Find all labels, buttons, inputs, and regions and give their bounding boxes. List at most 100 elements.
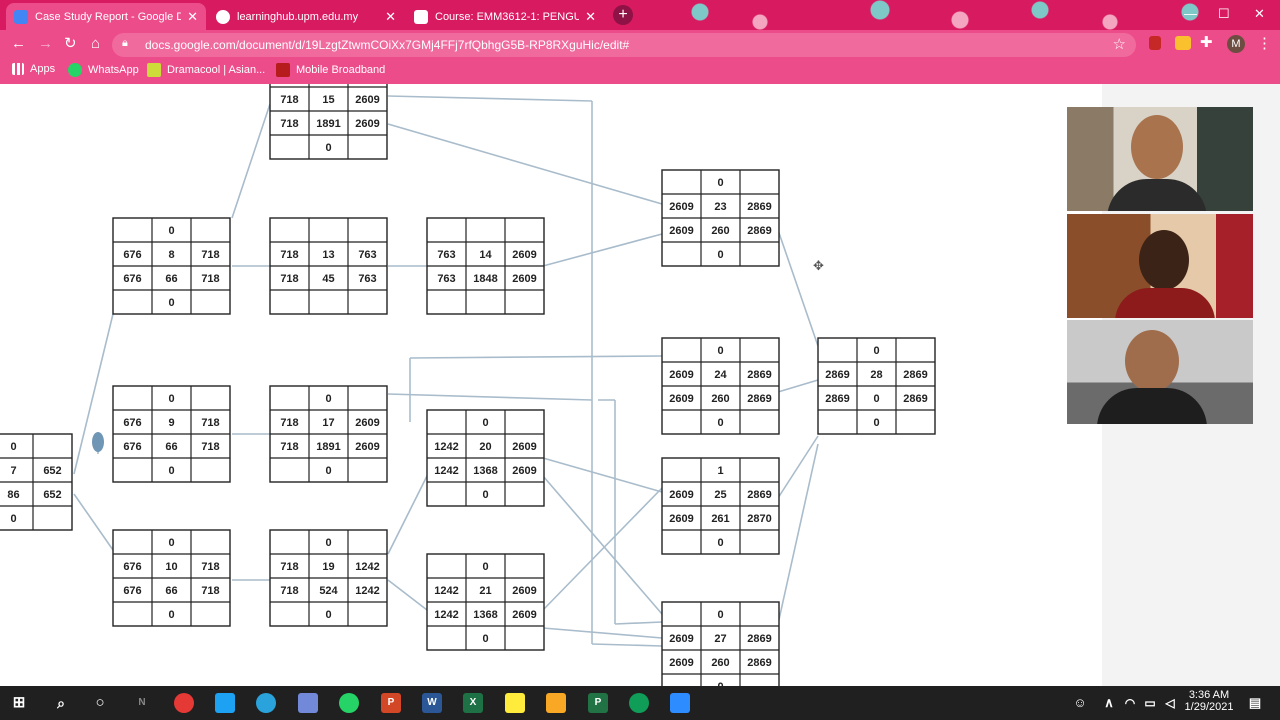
node-cell-value: 2609 bbox=[355, 118, 379, 130]
discord-icon[interactable] bbox=[298, 693, 318, 713]
node-cell-value: 0 bbox=[168, 465, 174, 477]
project-icon[interactable]: P bbox=[588, 693, 608, 713]
home-icon[interactable]: ⌂ bbox=[91, 35, 101, 52]
edge-icon[interactable] bbox=[629, 693, 649, 713]
participant-shirt bbox=[1107, 179, 1207, 211]
network-diagram: 0718152609718189126090067687186766671807… bbox=[0, 84, 936, 686]
people-icon[interactable]: ☺ bbox=[1073, 695, 1087, 710]
node-cell-value: 260 bbox=[711, 393, 729, 405]
excel-icon[interactable]: X bbox=[463, 693, 483, 713]
node-cell-value: 2869 bbox=[747, 489, 771, 501]
maximize-icon[interactable]: ☐ bbox=[1218, 6, 1230, 21]
cortana-icon[interactable]: ○ bbox=[95, 694, 105, 711]
dramacool-icon bbox=[147, 63, 161, 77]
tab-course[interactable]: Course: EMM3612-1: PENGURUS ✕ bbox=[406, 3, 604, 30]
extension-icon[interactable] bbox=[1149, 36, 1161, 50]
node-cell-value: 676 bbox=[123, 585, 141, 597]
file-explorer-icon[interactable] bbox=[546, 693, 566, 713]
node-cell-value: 0 bbox=[168, 609, 174, 621]
node-cell-value: 0 bbox=[717, 681, 723, 686]
node-cell-value: 0 bbox=[325, 142, 331, 154]
window-close-icon[interactable]: ✕ bbox=[1254, 6, 1265, 21]
profile-avatar[interactable]: M bbox=[1227, 35, 1245, 53]
dependency-arrow bbox=[591, 643, 663, 647]
back-icon[interactable]: ← bbox=[11, 35, 26, 52]
dependency-arrow bbox=[73, 493, 114, 551]
close-icon[interactable]: ✕ bbox=[187, 8, 198, 24]
node-cell-value: 718 bbox=[280, 94, 298, 106]
reload-icon[interactable]: ↻ bbox=[64, 35, 77, 52]
sticky-notes-icon[interactable] bbox=[505, 693, 525, 713]
app-n-icon[interactable]: N bbox=[138, 697, 146, 708]
word-icon[interactable]: W bbox=[422, 693, 442, 713]
node-cell-value: 1891 bbox=[316, 118, 340, 130]
bookmark-label: Apps bbox=[30, 63, 56, 75]
node-cell-value: 19 bbox=[322, 561, 334, 573]
node-cell-value: 718 bbox=[201, 585, 219, 597]
tab-learninghub[interactable]: learninghub.upm.edu.my ✕ bbox=[208, 3, 404, 30]
selection-handle[interactable] bbox=[92, 432, 104, 452]
battery-icon[interactable]: ▭ bbox=[1144, 696, 1156, 710]
windows-start-icon[interactable]: ⊞ bbox=[12, 694, 26, 711]
node-cell-value: 0 bbox=[168, 225, 174, 237]
whatsapp-icon bbox=[68, 63, 82, 77]
tab-google-docs[interactable]: Case Study Report - Google Docs ✕ bbox=[6, 3, 206, 30]
node-cell-value: 2609 bbox=[669, 633, 693, 645]
search-icon[interactable]: ⌕ bbox=[57, 695, 65, 711]
node-cell-value: 0 bbox=[873, 345, 879, 357]
bookmark-mobile-broadband[interactable]: Mobile Broadband bbox=[276, 63, 385, 77]
node-cell-value: 66 bbox=[165, 441, 177, 453]
node-cell-value: 0 bbox=[325, 393, 331, 405]
close-icon[interactable]: ✕ bbox=[585, 8, 596, 24]
telegram-icon[interactable] bbox=[256, 693, 276, 713]
whatsapp-icon[interactable] bbox=[339, 693, 359, 713]
dependency-arrow bbox=[231, 103, 271, 219]
wifi-icon[interactable]: ◠ bbox=[1124, 696, 1136, 710]
node-cell-value: 27 bbox=[714, 633, 726, 645]
address-bar[interactable]: 🔒︎ docs.google.com/document/d/19LzgtZtwm… bbox=[112, 33, 1136, 57]
dependency-arrow bbox=[73, 313, 114, 475]
node-cell-value: 2869 bbox=[747, 369, 771, 381]
node-cell-value: 718 bbox=[201, 417, 219, 429]
chevron-up-icon[interactable]: ∧ bbox=[1104, 695, 1114, 710]
tab-title: Course: EMM3612-1: PENGURUS bbox=[435, 10, 580, 23]
node-cell-value: 718 bbox=[280, 417, 298, 429]
url-text[interactable]: docs.google.com/document/d/19LzgtZtwmCOi… bbox=[145, 38, 630, 52]
node-cell-value: 0 bbox=[482, 417, 488, 429]
close-icon[interactable]: ✕ bbox=[385, 8, 396, 24]
docs-icon bbox=[14, 9, 28, 24]
bookmark-apps[interactable]: Apps bbox=[12, 63, 55, 75]
node-cell-value: 652 bbox=[43, 465, 61, 477]
node-cell-value: 718 bbox=[280, 249, 298, 261]
bookmark-whatsapp[interactable]: WhatsApp bbox=[68, 63, 139, 77]
zoom-icon[interactable] bbox=[670, 693, 690, 713]
node-cell-value: 0 bbox=[10, 513, 16, 525]
volume-icon[interactable]: ◁ bbox=[1165, 696, 1175, 710]
menu-kebab-icon[interactable]: ⋮ bbox=[1257, 35, 1272, 52]
participant-face bbox=[1139, 230, 1189, 290]
system-clock[interactable]: 3:36 AM 1/29/2021 bbox=[1184, 689, 1234, 713]
twitter-icon[interactable] bbox=[215, 693, 235, 713]
bookmark-star-icon[interactable]: ☆ bbox=[1112, 36, 1126, 53]
powerpoint-icon[interactable]: P bbox=[381, 693, 401, 713]
new-tab-button[interactable]: + bbox=[613, 5, 633, 25]
node-cell-value: 21 bbox=[479, 585, 491, 597]
notifications-icon[interactable]: ▤ bbox=[1248, 695, 1262, 710]
node-cell-value: 718 bbox=[280, 561, 298, 573]
minimize-icon[interactable]: — bbox=[1184, 6, 1197, 21]
puzzle-icon[interactable]: ✚ bbox=[1200, 34, 1213, 51]
activity-node-box: 0718152609718189126090 bbox=[269, 84, 388, 160]
dependency-arrow bbox=[387, 123, 663, 205]
node-cell-value: 718 bbox=[280, 585, 298, 597]
bookmark-dramacool[interactable]: Dramacool | Asian... bbox=[147, 63, 265, 77]
dependency-arrow bbox=[542, 487, 663, 611]
forward-icon[interactable]: → bbox=[38, 35, 53, 52]
node-cell-value: 763 bbox=[437, 249, 455, 261]
extension-icon[interactable] bbox=[1175, 36, 1191, 50]
participant-face bbox=[1125, 330, 1179, 392]
chrome-icon[interactable] bbox=[174, 693, 194, 713]
